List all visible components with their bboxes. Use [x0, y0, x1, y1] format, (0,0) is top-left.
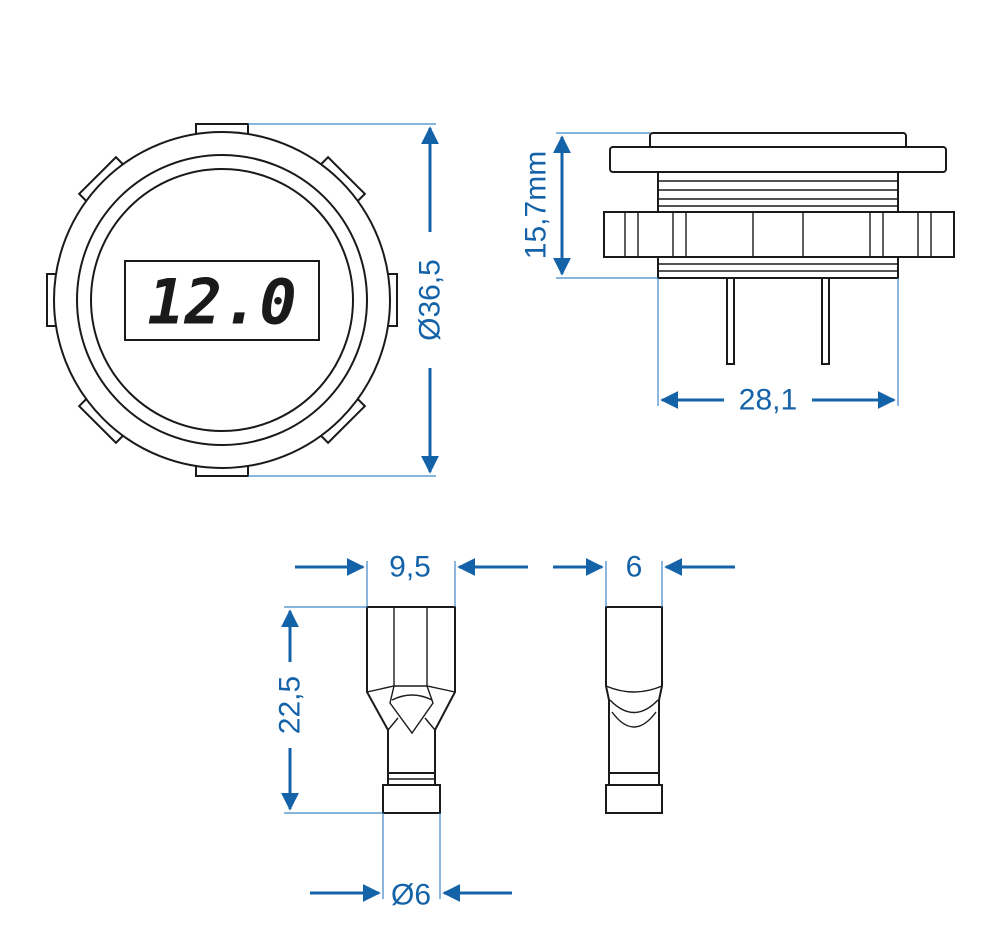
terminal-front-view: 9,5 22,5 Ø6: [274, 551, 528, 912]
pin: [821, 277, 830, 365]
terminal-side-view: 6: [553, 551, 735, 814]
display-reading: 12.0: [147, 266, 296, 339]
pin: [726, 277, 735, 365]
barrel-diameter-label: Ø6: [391, 879, 431, 912]
lower-thread: [657, 256, 899, 279]
barrel: [382, 784, 441, 814]
side-view: 15,7mm 28,1: [520, 132, 955, 417]
height-label: 15,7mm: [520, 151, 553, 259]
nut: [603, 211, 955, 258]
flange: [609, 146, 947, 173]
lcd-display: [124, 260, 320, 341]
diameter-label: Ø36,5: [414, 259, 447, 341]
width-label: 28,1: [739, 384, 797, 417]
terminal-thickness-label: 6: [626, 551, 643, 584]
terminal-width-label: 9,5: [389, 551, 431, 584]
terminal-length-label: 22,5: [274, 676, 307, 734]
front-view: 12.0 Ø36,5: [46, 123, 447, 477]
